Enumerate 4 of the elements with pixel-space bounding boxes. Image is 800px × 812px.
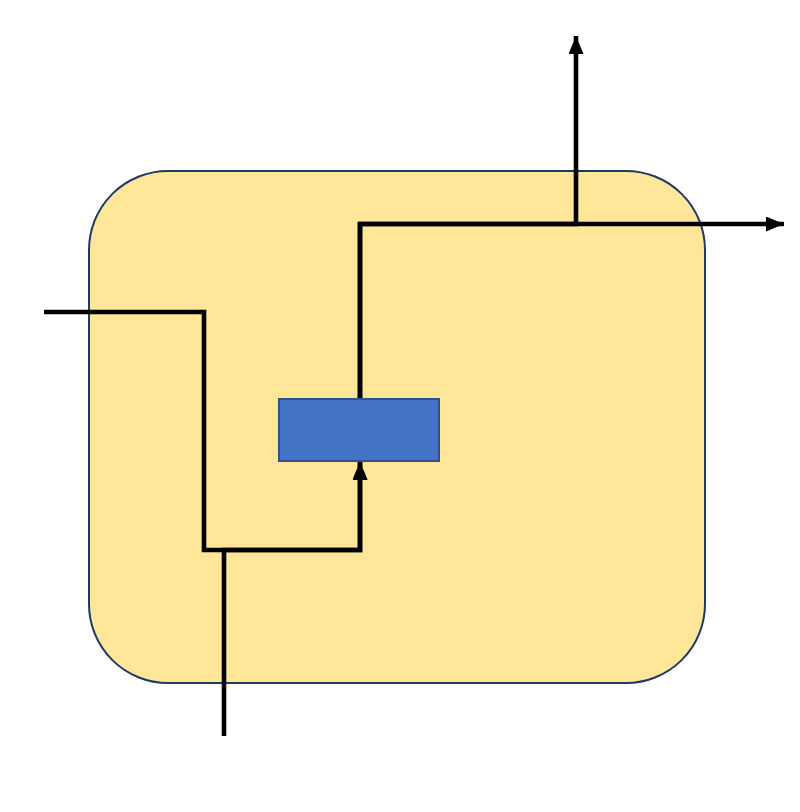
- container-panel: [88, 170, 706, 684]
- process-block: [278, 398, 440, 462]
- arrow: [357, 216, 784, 398]
- arrow: [221, 462, 368, 736]
